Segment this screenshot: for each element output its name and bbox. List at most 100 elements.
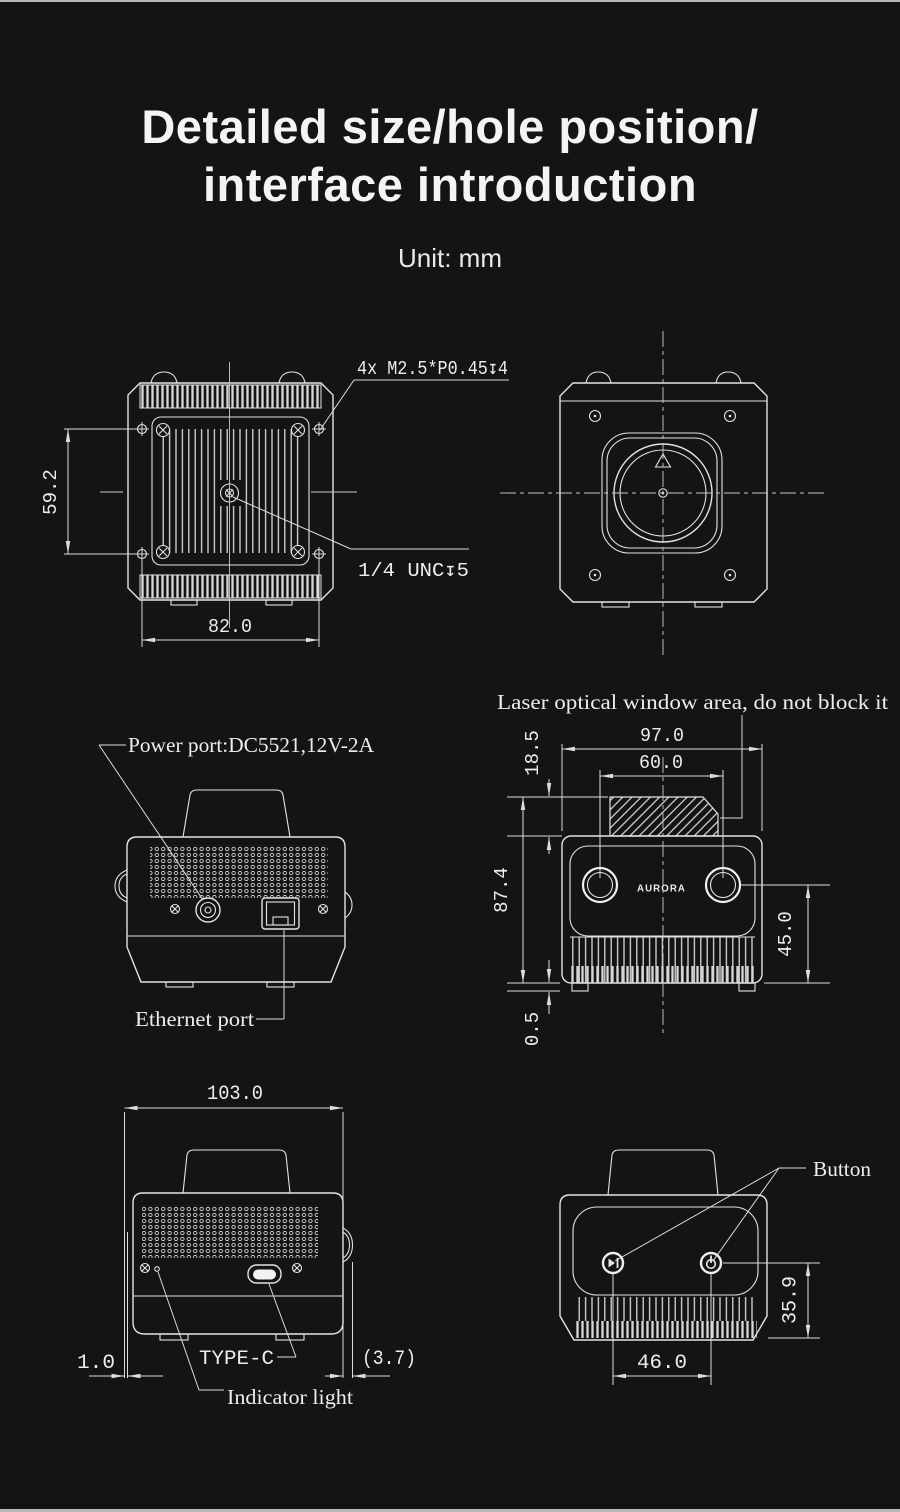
lens-hood	[182, 1149, 291, 1194]
typec-view-drawing: 103.0 1.0	[77, 1083, 416, 1409]
bottom-view-device	[559, 371, 768, 608]
corner-screw	[290, 544, 306, 560]
heatsink-panel	[151, 416, 310, 566]
dim-87-4: 87.4	[491, 797, 560, 984]
corner-screw	[290, 422, 306, 438]
chassis-screw	[139, 1262, 151, 1274]
foot	[266, 981, 295, 988]
bottom-edge-strip	[0, 1509, 900, 1512]
screw-cap	[585, 371, 612, 384]
bottom-fins-dense	[571, 966, 754, 983]
mount-hole-m25	[312, 422, 326, 436]
side-bump-right	[342, 1227, 354, 1263]
foot	[170, 599, 198, 606]
front-view-device: AURORA	[561, 796, 763, 992]
dim-text-97-0: 97.0	[640, 725, 684, 747]
record-button	[601, 1251, 625, 1275]
button-callout: Button	[614, 1157, 871, 1262]
tripod-thread-callout: 1/4 UNC↧5	[232, 496, 469, 582]
dim-text-0-5: 0.5	[522, 1012, 544, 1046]
mount-hole-m25	[312, 547, 326, 561]
record-button-icon	[608, 1258, 615, 1268]
screw-hole	[723, 409, 737, 423]
foot	[738, 982, 756, 992]
dim-text-35-9: 35.9	[779, 1276, 802, 1324]
screw-hole	[588, 409, 602, 423]
screw-cap	[715, 371, 742, 384]
screw-cap	[150, 371, 178, 384]
screw-hole	[588, 568, 602, 582]
chassis-screw	[291, 1262, 303, 1274]
chassis-screw	[317, 903, 329, 915]
foot	[165, 981, 194, 988]
dim-text-18-5: 18.5	[522, 730, 544, 776]
mount-holes-callout: 4x M2.5*P0.45↧4	[319, 358, 509, 431]
back-view-drawing: 59.2 82.0 4x M2.5*P0.45↧4 1/4 UNC↧5	[40, 358, 509, 647]
dim-3-7: (3.7)	[325, 1348, 416, 1379]
top-view-device	[559, 1149, 768, 1341]
mount-holes-label: 4x M2.5*P0.45↧4	[357, 358, 508, 380]
indicator-label: Indicator light	[227, 1385, 353, 1409]
io-view-device	[114, 789, 353, 988]
screw-hole	[723, 568, 737, 582]
bottom-view-drawing	[500, 331, 826, 656]
indicator-callout: Indicator light	[157, 1271, 353, 1409]
typec-callout: TYPE-C	[199, 1283, 297, 1371]
top-fin-band	[139, 384, 322, 409]
top-edge-strip	[0, 0, 900, 2]
lens-hood	[607, 1149, 719, 1196]
dim-103-0: 103.0	[124, 1083, 344, 1378]
unit-label: Unit: mm	[398, 243, 502, 273]
button-label: Button	[813, 1157, 871, 1181]
dim-35-9: 35.9	[723, 1262, 820, 1339]
page-title: Detailed size/hole position/ interface i…	[0, 98, 900, 214]
ethernet-label: Ethernet port	[135, 1007, 254, 1031]
vent-grille	[142, 1205, 318, 1258]
lens-recess-outer	[601, 432, 723, 554]
io-view-drawing: Power port:DC5521,12V-2A	[98, 733, 375, 1031]
dim-59-2: 59.2	[40, 428, 137, 555]
foot	[159, 1333, 189, 1341]
dim-text-103-0: 103.0	[207, 1083, 263, 1106]
ethernet-port	[261, 897, 300, 930]
tripod-mount	[216, 480, 242, 506]
vent-grille	[150, 845, 328, 898]
foot	[571, 982, 589, 992]
lens-hood	[182, 789, 291, 838]
front-view-drawing: Laser optical window area, do not block …	[491, 690, 888, 1046]
dim-1-0: 1.0	[77, 1352, 163, 1379]
center-hole	[658, 488, 668, 498]
power-button	[699, 1251, 723, 1275]
indicator-light	[154, 1266, 160, 1272]
corner-screw	[155, 422, 171, 438]
dim-45-0: 45.0	[741, 884, 830, 984]
dim-0-5: 0.5	[507, 960, 560, 1046]
mount-hole-m25	[135, 547, 149, 561]
typec-port	[247, 1264, 282, 1284]
rear-fins	[574, 1297, 757, 1321]
foot	[694, 601, 723, 608]
dim-97-0: 97.0	[561, 725, 763, 831]
laser-window-caption: Laser optical window area, do not block …	[497, 690, 888, 714]
chassis-screw	[169, 903, 181, 915]
top-view-drawing: Button 35.9 46.0	[559, 1149, 871, 1385]
dim-text-87-4: 87.4	[491, 867, 513, 913]
page-title-line1: Detailed size/hole position/	[141, 100, 759, 153]
dim-text-82-0: 82.0	[208, 616, 252, 638]
dim-text-46-0: 46.0	[637, 1352, 687, 1375]
corner-screw	[155, 544, 171, 560]
power-port-label: Power port:DC5521,12V-2A	[128, 733, 375, 757]
dim-text-3-7: (3.7)	[362, 1348, 416, 1371]
side-bump-left	[114, 869, 128, 903]
foot	[601, 601, 630, 608]
laser-window	[609, 796, 719, 837]
ethernet-callout: Ethernet port	[135, 930, 285, 1031]
foot	[275, 1333, 305, 1341]
typec-view-device	[127, 1149, 354, 1378]
typec-label: TYPE-C	[199, 1348, 274, 1371]
dim-text-60-0: 60.0	[639, 752, 683, 774]
dim-60-0: 60.0	[599, 752, 724, 878]
brand-logo: AURORA	[637, 883, 686, 895]
top-face-panel	[572, 1206, 759, 1296]
dim-46-0: 46.0	[612, 1274, 712, 1385]
